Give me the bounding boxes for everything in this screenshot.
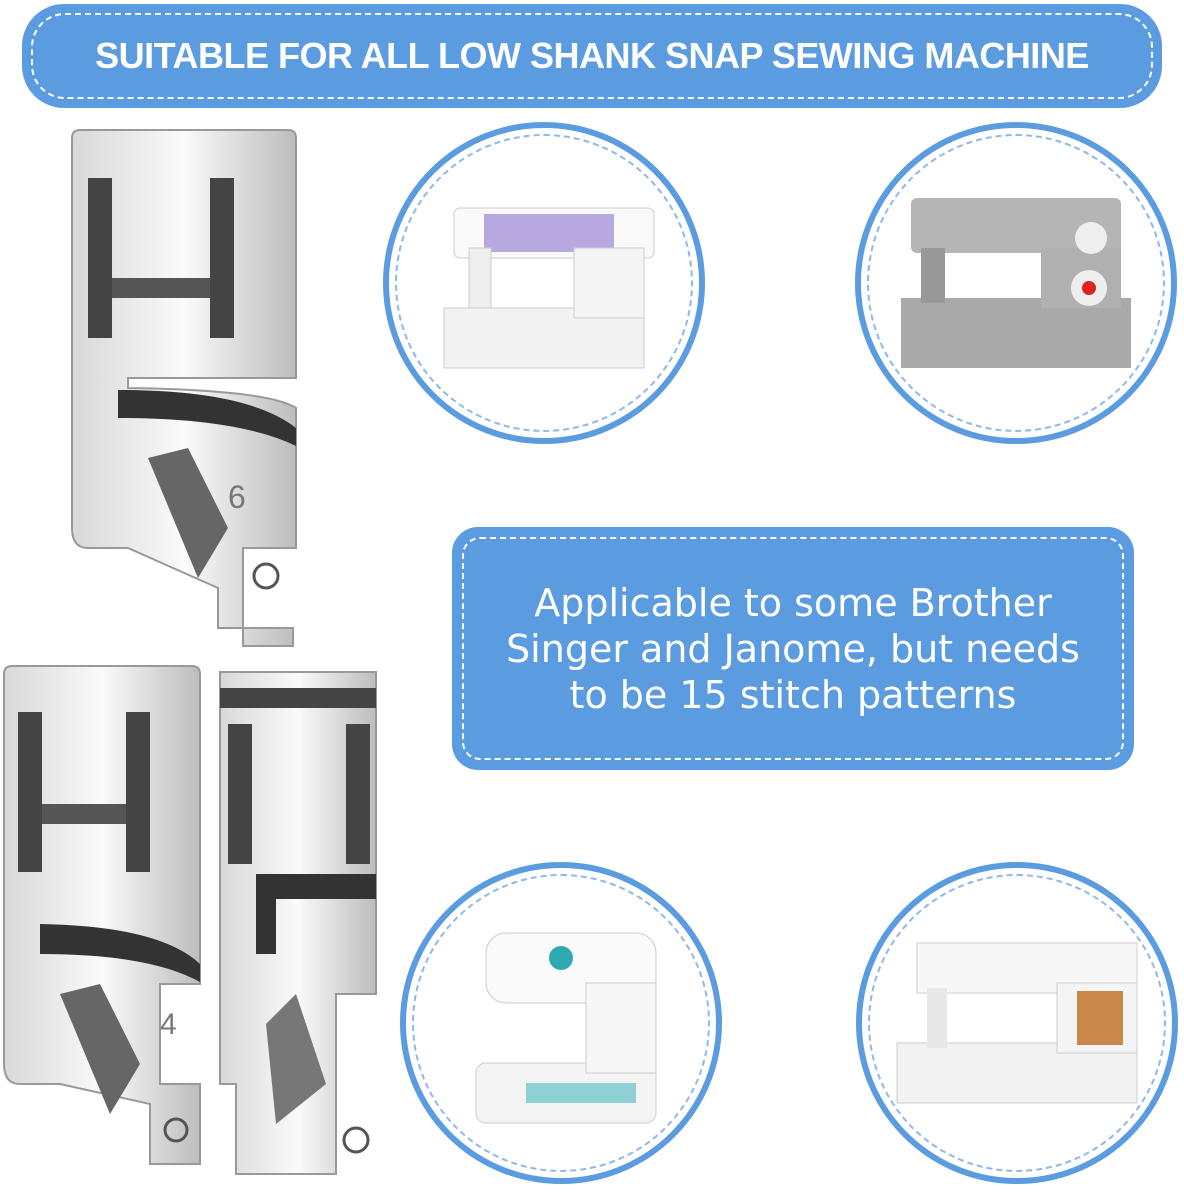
presser-foot-6: 6 [71,129,297,647]
machine-circle-janome [856,862,1178,1184]
machine-circle-singer [855,122,1177,444]
presser-foot-4: 4 [3,665,201,1165]
sewing-machine-image [896,942,1138,1104]
header-title: SUITABLE FOR ALL LOW SHANK SNAP SEWING M… [31,13,1153,99]
note-line: Singer and Janome, but needs [506,626,1080,671]
machine-circle-brother [383,122,705,444]
sewing-machine-image [475,932,657,1124]
note-line: to be 15 stitch patterns [569,672,1017,717]
machine-circle-mini [400,862,722,1184]
presser-foot-3 [219,671,377,1175]
header-banner: SUITABLE FOR ALL LOW SHANK SNAP SEWING M… [22,4,1162,108]
foot-number: 6 [228,479,246,515]
sewing-machine-image [901,198,1131,368]
note-line: Applicable to some Brother [534,580,1052,625]
sewing-machine-image [443,207,655,369]
foot-number: 4 [160,1008,177,1041]
compatibility-note: Applicable to some Brother Singer and Ja… [452,527,1134,770]
